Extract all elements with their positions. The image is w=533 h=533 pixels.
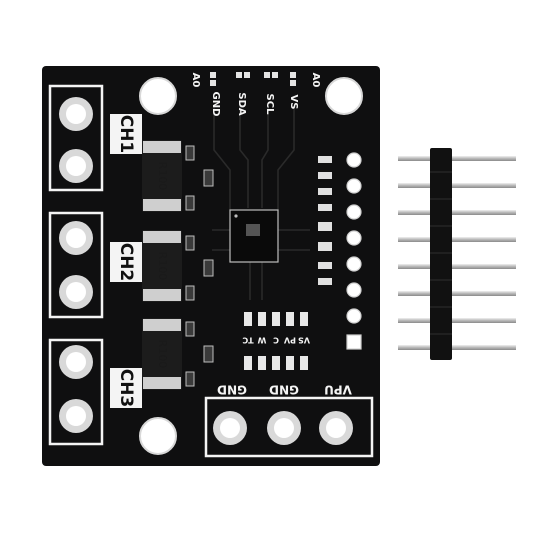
- label-a0-right: A0: [310, 73, 321, 88]
- top-pad-markers: [210, 72, 296, 86]
- mounting-hole-top-left: [139, 77, 177, 115]
- shunt-resistor-2: R100: [142, 230, 182, 302]
- label-gnd: GND: [210, 92, 221, 117]
- power-terminal-pads: [213, 411, 353, 445]
- label-scl: SCL: [264, 94, 275, 116]
- shunt-resistor-1: R100: [142, 140, 182, 212]
- header-plastic-segments: [430, 171, 452, 335]
- label-vpu: VPU: [324, 383, 352, 397]
- svg-text:R100: R100: [156, 252, 169, 281]
- svg-text:R100: R100: [156, 162, 169, 191]
- label-sda: SDA: [236, 92, 247, 116]
- svg-text:TC: TC: [242, 336, 253, 345]
- top-labels: A0 GND SDA SCL VS A0: [190, 73, 321, 117]
- svg-text:VS: VS: [298, 336, 310, 345]
- header-pin-holes: [346, 152, 362, 350]
- label-a0-left: A0: [190, 73, 201, 88]
- header-plastic-body: [430, 148, 452, 360]
- svg-text:PV: PV: [283, 336, 296, 345]
- power-terminal-outline: [204, 396, 374, 458]
- svg-text:CH2: CH2: [116, 243, 136, 282]
- jumper-labels: TC W C PV VS: [242, 336, 310, 345]
- label-gnd-1: GND: [217, 383, 247, 397]
- ch3-terminal-outline: [48, 338, 104, 446]
- pcb-board: CH1 CH2 CH3 R100 R100 R100: [42, 66, 380, 466]
- ch3-label: CH3: [110, 368, 142, 408]
- smd-components: [185, 145, 214, 387]
- svg-text:CH3: CH3: [116, 369, 136, 408]
- right-smd-column: [318, 156, 332, 285]
- jumper-pads: [244, 312, 308, 370]
- pin-header: [398, 148, 516, 360]
- svg-text:W: W: [257, 336, 266, 345]
- ch1-terminal-outline: [48, 84, 104, 192]
- power-terminal-labels: GND GND VPU: [217, 383, 352, 397]
- label-gnd-2: GND: [269, 383, 299, 397]
- header-pins: [398, 156, 516, 350]
- mounting-hole-bottom-left: [139, 417, 177, 455]
- svg-text:CH1: CH1: [116, 115, 136, 154]
- svg-text:R100: R100: [156, 340, 169, 369]
- ch2-label: CH2: [110, 242, 142, 282]
- channel-pads: [59, 97, 93, 433]
- mounting-hole-top-right: [325, 77, 363, 115]
- pcb-traces: [212, 106, 310, 300]
- ch1-label: CH1: [110, 114, 142, 154]
- sensor-ic: [229, 209, 279, 263]
- ch2-terminal-outline: [48, 211, 104, 319]
- svg-text:C: C: [273, 336, 279, 345]
- shunt-resistor-3: R100: [142, 318, 182, 390]
- label-vs: VS: [288, 95, 299, 110]
